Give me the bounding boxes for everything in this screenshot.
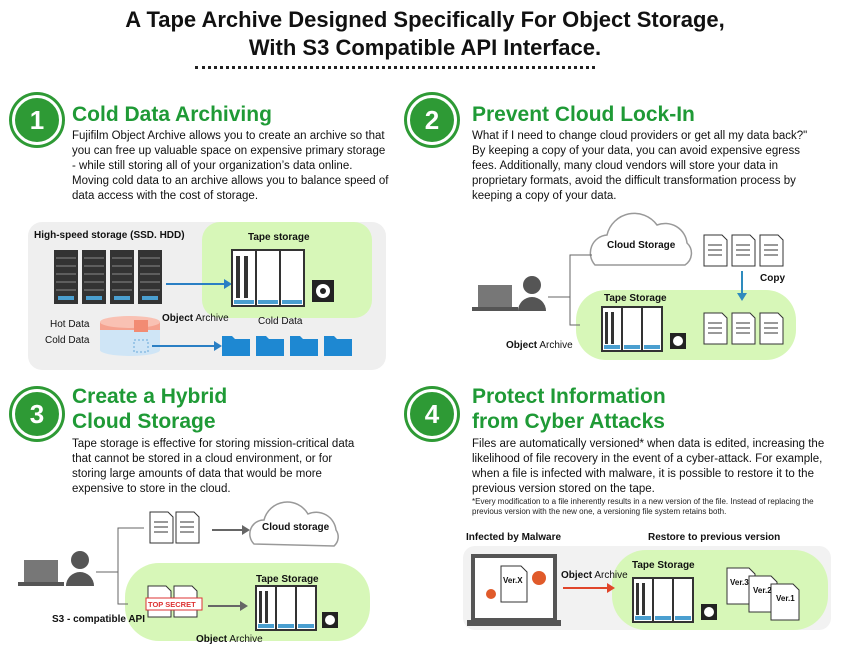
tape-library-icon-2 xyxy=(601,306,686,352)
tape-storage-label-1: Tape storage xyxy=(248,232,310,243)
tape-library-icon-3 xyxy=(255,585,338,631)
documents-copy-icon xyxy=(703,312,784,345)
section-2-body: What if I need to change cloud providers… xyxy=(472,130,808,202)
section-1-body: Fujifilm Object Archive allows you to cr… xyxy=(72,130,389,202)
cold-data-folders-icon xyxy=(222,336,352,356)
section-3-heading: Create a Hybrid Cloud Storage xyxy=(72,384,227,434)
top-secret-stamp: TOP SECRET xyxy=(148,600,196,609)
section-3-heading-line-1: Create a Hybrid xyxy=(72,385,228,408)
section-2-heading: Prevent Cloud Lock-In xyxy=(472,103,695,126)
cloud-icon xyxy=(589,212,693,266)
diagram-1-graphics xyxy=(54,249,352,356)
cloud-icon-3 xyxy=(249,501,339,547)
object-archive-logo-2: Object Archive xyxy=(506,340,573,351)
object-archive-logo-3: Object Archive xyxy=(196,634,263,645)
documents-icon-3 xyxy=(149,511,200,544)
section-3-body: Tape storage is effective for storing mi… xyxy=(72,438,355,495)
infected-laptop-icon xyxy=(467,554,561,626)
tape-library-icon-4 xyxy=(632,577,717,623)
section-4-footnote: *Every modification to a file inherently… xyxy=(472,497,814,516)
server-rack-icon xyxy=(54,250,162,304)
section-4-number: 4 xyxy=(407,389,457,439)
diagram-2-graphics xyxy=(472,212,784,352)
section-3-heading-line-2: Cloud Storage xyxy=(72,410,216,433)
section-3-number: 3 xyxy=(12,389,62,439)
section-4-heading: Protect Information from Cyber Attacks xyxy=(472,384,666,434)
section-1-number: 1 xyxy=(12,95,62,145)
documents-icon xyxy=(703,234,784,267)
cold-data-label-left: Cold Data xyxy=(45,335,90,346)
tape-library-icon xyxy=(231,249,334,307)
laptop-user-icon xyxy=(472,276,546,311)
page-title: A Tape Archive Designed Specifically For… xyxy=(0,6,850,62)
s3-api-label: S3 - compatible API xyxy=(52,614,145,625)
infected-by-malware-label: Infected by Malware xyxy=(466,532,562,543)
tape-storage-label-3: Tape Storage xyxy=(256,574,319,585)
version-x-label: Ver.X xyxy=(503,576,523,585)
diagram-4-graphics xyxy=(467,554,800,626)
tape-storage-label-2: Tape Storage xyxy=(604,293,667,304)
object-archive-logo-1: Object Archive xyxy=(162,313,229,324)
cold-data-label-right: Cold Data xyxy=(258,316,303,327)
version-3-label: Ver.3 xyxy=(730,578,749,587)
version-2-label: Ver.2 xyxy=(753,586,772,595)
database-cylinder-icon xyxy=(100,316,160,356)
object-archive-logo-4: Object Archive xyxy=(561,570,628,581)
copy-label: Copy xyxy=(760,273,785,284)
version-1-label: Ver.1 xyxy=(776,594,795,603)
section-4-heading-line-2: from Cyber Attacks xyxy=(472,410,665,433)
tape-storage-label-4: Tape Storage xyxy=(632,560,695,571)
hot-data-label: Hot Data xyxy=(50,319,90,330)
malware-virus-icon xyxy=(486,571,546,599)
section-4-heading-line-1: Protect Information xyxy=(472,385,666,408)
title-line-1: A Tape Archive Designed Specifically For… xyxy=(125,7,725,32)
section-4-body: Files are automatically versioned* when … xyxy=(472,438,825,495)
laptop-user-icon-3 xyxy=(18,551,94,586)
section-1-heading: Cold Data Archiving xyxy=(72,103,272,126)
title-line-2: With S3 Compatible API Interface. xyxy=(248,35,602,60)
cloud-storage-label-2: Cloud Storage xyxy=(607,240,676,251)
hot-data-folder-icon xyxy=(134,320,148,332)
cold-data-folder-icon xyxy=(133,339,149,353)
restore-previous-version-label: Restore to previous version xyxy=(648,532,781,543)
diagram-3-graphics xyxy=(18,501,339,631)
top-secret-documents-icon xyxy=(145,585,203,618)
title-divider xyxy=(195,66,595,69)
high-speed-storage-label: High-speed storage (SSD. HDD) xyxy=(34,230,185,241)
version-documents-icon xyxy=(726,567,800,621)
cloud-storage-label-3: Cloud storage xyxy=(262,522,330,533)
section-2-number: 2 xyxy=(407,95,457,145)
